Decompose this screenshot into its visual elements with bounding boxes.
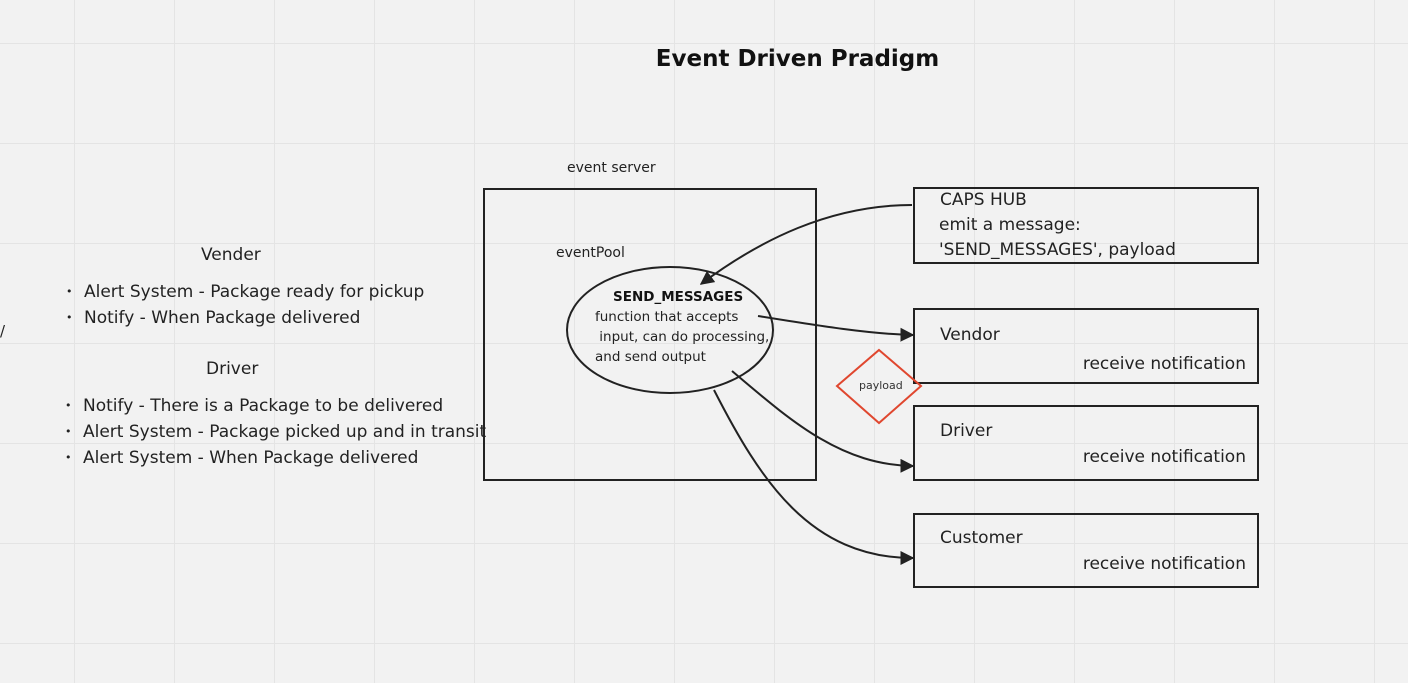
diagram-title: Event Driven Pradigm [655, 46, 940, 72]
customer-name: Customer [940, 528, 1023, 548]
driver-list: Notify - There is a Package to be delive… [63, 393, 486, 471]
driver-name: Driver [940, 421, 993, 441]
event-pool-ellipse[interactable] [566, 266, 774, 394]
payload-diamond[interactable] [835, 348, 923, 425]
event-pool-label: eventPool [556, 245, 625, 261]
vendor-name: Vendor [940, 325, 1000, 345]
function-desc-line: function that accepts [595, 309, 739, 325]
stray-mark: / [0, 322, 6, 340]
customer-box[interactable] [913, 513, 1259, 588]
hub-line-2: 'SEND_MESSAGES', payload [939, 240, 1176, 260]
caps-hub-box[interactable] [913, 187, 1259, 264]
list-item: Notify - When Package delivered [64, 305, 424, 331]
hub-to-pool-arrow[interactable] [699, 204, 913, 285]
event-server-label: event server [567, 160, 656, 176]
hub-line-1: emit a message: [939, 215, 1081, 235]
function-title: SEND_MESSAGES [613, 289, 744, 305]
pool-to-driver-arrow[interactable] [731, 370, 915, 473]
list-item: Alert System - When Package delivered [63, 445, 486, 471]
pool-to-vendor-arrow[interactable] [757, 315, 915, 342]
driver-note: receive notification [1082, 447, 1246, 467]
vendor-box[interactable] [913, 308, 1259, 384]
vender-heading: Vender [201, 245, 261, 265]
function-desc-line: input, can do processing, [595, 329, 770, 345]
payload-label: payload [859, 379, 903, 392]
pool-to-customer-arrow[interactable] [713, 389, 915, 565]
driver-box[interactable] [913, 405, 1259, 481]
customer-note: receive notification [1082, 554, 1246, 574]
list-item: Notify - There is a Package to be delive… [63, 393, 486, 419]
list-item: Alert System - Package ready for pickup [64, 279, 424, 305]
function-description: function that accepts input, can do proc… [595, 307, 769, 367]
event-server-box[interactable] [483, 188, 817, 481]
vender-list: Alert System - Package ready for pickup … [64, 279, 424, 331]
list-item: Alert System - Package picked up and in … [63, 419, 486, 445]
hub-title: CAPS HUB [940, 190, 1027, 210]
driver-heading: Driver [206, 359, 259, 379]
vendor-note: receive notification [1082, 354, 1246, 374]
function-desc-line: and send output [595, 349, 706, 365]
